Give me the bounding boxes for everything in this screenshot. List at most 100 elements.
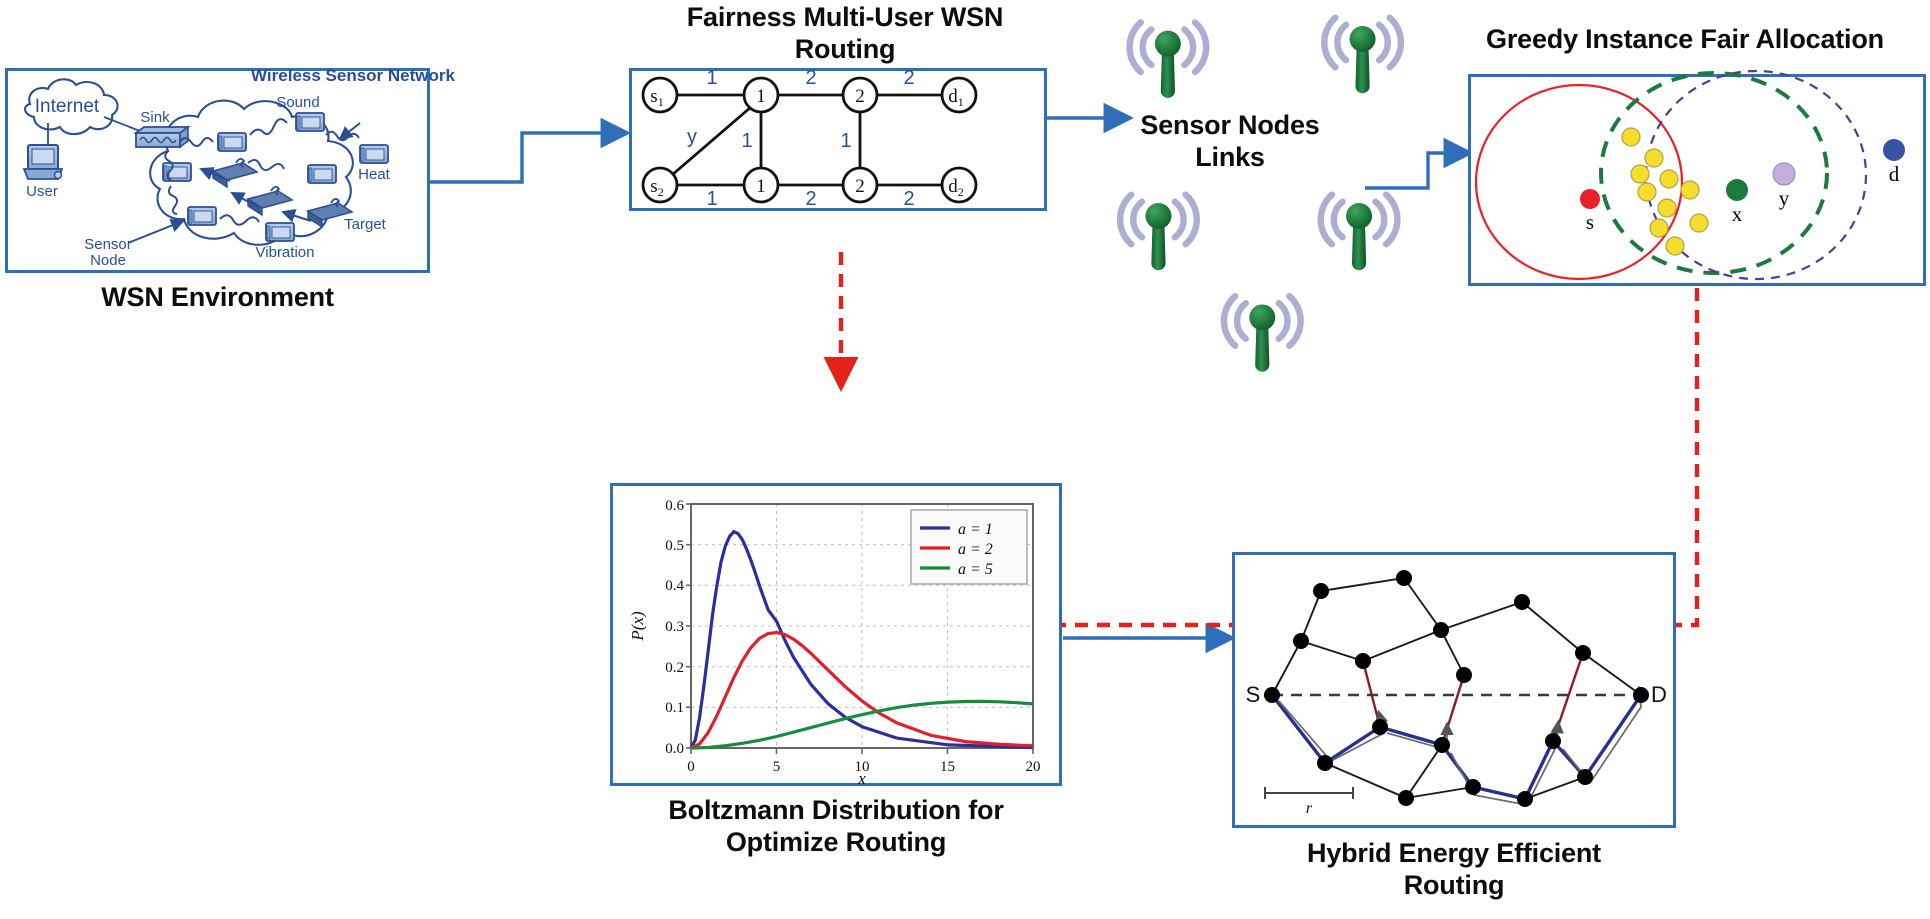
chart-series-a5 <box>690 699 1034 750</box>
caption-boltzmann-chart: Boltzmann Distribution for Optimize Rout… <box>560 795 1112 859</box>
svg-text:s2: s2 <box>650 176 663 199</box>
caption-greedy-allocation: Greedy Instance Fair Allocation <box>1440 24 1930 56</box>
caption-sensor-nodes-line2: Links <box>1195 141 1265 172</box>
node-s2-label: s <box>650 176 657 197</box>
chart-ytick-2: 0.2 <box>665 660 684 676</box>
panel-boltzmann-chart: 0.0 0.1 0.2 0.3 0.4 0.5 0.6 0 <box>610 483 1062 788</box>
wireless-sensor-network-label: Wireless Sensor Network <box>251 66 455 85</box>
chart-ytick-5: 0.5 <box>665 538 684 554</box>
chart-ylabel: P(x) <box>628 611 647 642</box>
x-node-dot <box>1726 179 1748 201</box>
chart-ytick-3: 0.3 <box>665 619 684 635</box>
chart-xtick-2: 10 <box>855 759 870 775</box>
sink-icon <box>133 125 191 149</box>
routing-node-labels: s1 s2 1 1 2 2 d1 d2 <box>650 86 963 199</box>
hybrid-destination-label: D <box>1651 682 1667 707</box>
chart-legend-entry-0: a = 1 <box>958 521 993 538</box>
sensor-node-label-line2: Node <box>90 252 126 269</box>
routing-graph-edges <box>671 93 942 187</box>
node-v1-label: 2 <box>855 86 865 107</box>
edge-label-v2-d2: 2 <box>903 188 914 210</box>
node-d1-label: d <box>948 86 958 107</box>
caption-wsn-environment-text: WSN Environment <box>101 282 334 312</box>
caption-fairness-routing: Fairness Multi-User WSN Routing <box>640 2 1050 66</box>
edge-label-s2-u2: 1 <box>706 188 717 210</box>
routing-edge-labels: 1 2 2 1 2 2 1 1 y <box>687 67 915 210</box>
candidate-relay-dots <box>1621 127 1709 256</box>
sensor-node-icon-2 <box>1324 18 1401 94</box>
sink-label: Sink <box>140 109 170 126</box>
chart-legend-entry-1: a = 2 <box>958 541 993 558</box>
wireless-link-squiggles <box>164 118 360 226</box>
chart-ytick-4: 0.4 <box>665 578 684 594</box>
node-d2-sub: 2 <box>958 185 964 199</box>
user-computer-icon <box>22 144 64 180</box>
boltzmann-chart: 0.0 0.1 0.2 0.3 0.4 0.5 0.6 0 <box>628 498 1041 788</box>
edge-label-v1-v2: 1 <box>840 130 851 152</box>
chart-y-ticks <box>686 503 691 749</box>
caption-hybrid-line1: Hybrid Energy Efficient <box>1307 838 1601 868</box>
chart-series-a1 <box>689 529 1034 750</box>
panel-fairness-routing: s1 s2 1 1 2 2 d1 d2 1 2 2 1 2 2 1 1 y <box>629 67 1047 211</box>
caption-fairness-routing-line1: Fairness Multi-User WSN <box>686 2 1004 32</box>
destination-node-dot <box>1883 139 1905 161</box>
target-object-icons <box>211 158 354 229</box>
node-v2-label: 2 <box>855 176 865 197</box>
hybrid-source-label: S <box>1246 682 1261 707</box>
vibration-label: Vibration <box>256 244 315 261</box>
caption-wsn-environment: WSN Environment <box>5 282 430 314</box>
caption-hybrid-routing: Hybrid Energy Efficient Routing <box>1180 838 1728 902</box>
source-node-label: s <box>1586 210 1594 234</box>
user-label: User <box>26 183 58 200</box>
scale-bar <box>1264 787 1354 799</box>
caption-boltzmann-line2: Optimize Routing <box>725 826 947 857</box>
node-s1-label: s <box>650 86 657 107</box>
arrow-wsn-to-routing <box>430 117 632 184</box>
sensor-node-icon-3 <box>1120 195 1197 271</box>
x-node-label: x <box>1732 202 1743 226</box>
svg-text:d1: d1 <box>948 86 964 109</box>
node-u1-label: 1 <box>756 86 766 107</box>
chart-xtick-1: 5 <box>773 759 781 775</box>
sensor-node-icon-5 <box>1224 296 1301 372</box>
chart-legend: a = 1 a = 2 a = 5 <box>910 509 1028 585</box>
purple-dashed-circle <box>1644 69 1868 281</box>
sensor-node-label-line1: Sensor <box>84 236 132 253</box>
caption-boltzmann-line1: Boltzmann Distribution for <box>668 795 1004 825</box>
sensor-mote-icons <box>162 112 389 242</box>
destination-node-label: d <box>1889 162 1900 186</box>
node-s1-sub: 1 <box>658 95 664 109</box>
sound-label: Sound <box>276 94 319 111</box>
svg-text:s1: s1 <box>650 86 663 109</box>
green-dashed-circle <box>1599 71 1829 275</box>
sensor-nodes-group <box>1090 0 1470 400</box>
chart-xtick-3: 15 <box>940 759 955 775</box>
chart-ytick-1: 0.1 <box>665 700 684 716</box>
edge-label-u2-v2: 2 <box>805 188 816 210</box>
chart-x-axis: 0 5 10 15 20 <box>687 759 1040 775</box>
edge-label-v1-d1: 2 <box>903 67 914 89</box>
panel-wsn-environment: Internet User Sink <box>5 66 456 273</box>
caption-hybrid-line2: Routing <box>1403 869 1505 900</box>
routing-graph: s1 s2 1 1 2 2 d1 d2 1 2 2 1 2 2 1 1 y <box>641 67 978 210</box>
node-s2-sub: 2 <box>658 185 664 199</box>
svg-text:d2: d2 <box>948 176 964 199</box>
chart-xtick-0: 0 <box>687 759 695 775</box>
edge-label-u1-u2: 1 <box>741 130 752 152</box>
chart-xlabel: x <box>857 769 866 788</box>
sensor-node-icon-1 <box>1130 22 1207 98</box>
caption-sensor-nodes-line1: Sensor Nodes <box>1140 110 1320 140</box>
mesh-nodes <box>1264 570 1649 807</box>
node-u2-label: 1 <box>756 176 766 197</box>
gray-trace-arrows <box>1278 685 1647 806</box>
panel-hybrid-routing: S D r <box>1232 552 1676 828</box>
source-coverage-circle <box>1474 83 1684 281</box>
internet-label: Internet <box>35 96 100 117</box>
arrow-sensors-to-greedy <box>1365 137 1475 190</box>
edge-label-s1-u1: 1 <box>706 67 717 89</box>
edge-label-u1-v1: 2 <box>805 67 816 89</box>
chart-ytick-0: 0.0 <box>665 741 684 757</box>
target-label: Target <box>344 216 387 233</box>
source-node-dot <box>1580 189 1600 209</box>
feedback-arrow-greedy-to-chart <box>867 288 1700 643</box>
